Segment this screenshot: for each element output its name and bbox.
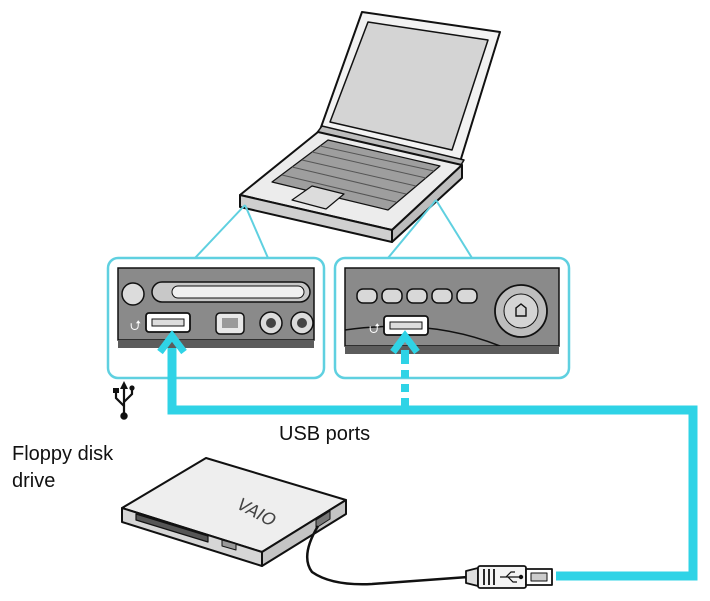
floppy-cable <box>307 526 468 584</box>
svg-text:⮍: ⮍ <box>130 318 141 334</box>
floppy-drive-label: Floppy disk drive <box>12 441 113 495</box>
svg-text:⮍: ⮍ <box>369 321 380 337</box>
media-buttons <box>357 289 477 303</box>
left-port-panel: ⮍ <box>108 258 324 378</box>
usb-icon <box>113 381 135 419</box>
floppy-drive-label-line-1: Floppy disk <box>12 441 113 468</box>
right-port-panel: ⮍ <box>335 258 569 378</box>
usb-ports-label: USB ports <box>279 421 370 448</box>
laptop-illustration <box>240 12 500 242</box>
left-panel-round-button <box>122 283 144 305</box>
floppy-drive-label-line-2: drive <box>12 468 113 495</box>
